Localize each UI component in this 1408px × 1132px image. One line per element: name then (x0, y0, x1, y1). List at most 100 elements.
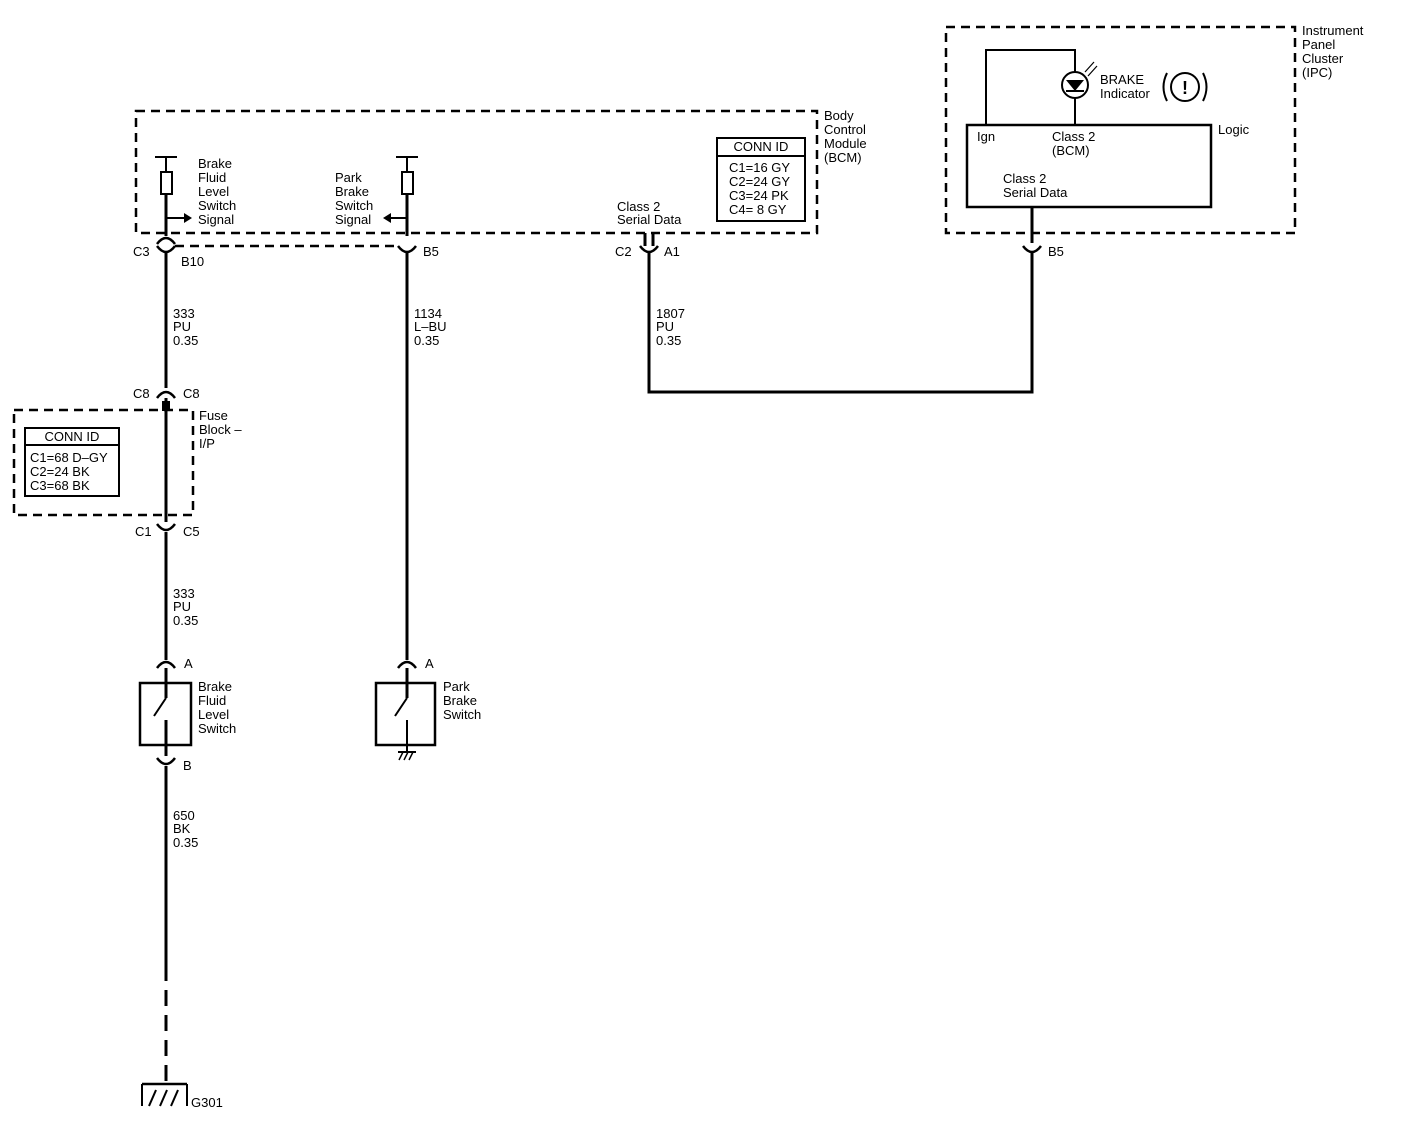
component-label-line: Brake (198, 679, 232, 694)
pin-label-line: Serial Data (617, 212, 682, 227)
bcm-class2-label: Class 2 Serial Data (617, 199, 682, 227)
ground-label: G301 (191, 1095, 223, 1110)
ipc-label-line-3: Cluster (1302, 51, 1344, 66)
brake-indicator-name: BRAKE (1100, 72, 1144, 87)
component-label-line: Brake (443, 693, 477, 708)
connector-label: C1 (135, 524, 152, 539)
wire-label-line: PU (173, 599, 191, 614)
ipc-class2-bcm-line: (BCM) (1052, 143, 1090, 158)
brake-indicator-sub: Indicator (1100, 86, 1151, 101)
switch-contact-icon (394, 697, 408, 717)
wire-label-line: 0.35 (414, 333, 439, 348)
connector-label: A (425, 656, 434, 671)
ipc-class2-serial-line: Serial Data (1003, 185, 1068, 200)
connector-c1-c5: C1 C5 (135, 523, 200, 539)
connector-c8: C8 C8 (133, 386, 200, 401)
pin-label-line: Switch (198, 198, 236, 213)
bcm-conn-id-table: CONN ID C1=16 GY C2=24 GY C3=24 PK C4= 8… (716, 137, 806, 222)
ipc-brake-indicator-label: BRAKE Indicator (1100, 72, 1151, 101)
pin-label-line: Switch (335, 198, 373, 213)
wire-650-label: 650 BK 0.35 (173, 808, 198, 850)
fuse-block-terminal (162, 401, 170, 411)
wire-333-lower-label: 333 PU 0.35 (173, 586, 198, 628)
wire-label-line: 333 (173, 306, 195, 321)
ipc-label-line-2: Panel (1302, 37, 1335, 52)
component-label-line: Fluid (198, 693, 226, 708)
pin-label-line: Signal (335, 212, 371, 227)
fuse-conn-id-title: CONN ID (45, 429, 100, 444)
fuse-block-box (12, 408, 195, 517)
park-brake-switch-label: Park Brake Switch (443, 679, 481, 722)
ipc-label-line-4: (IPC) (1302, 65, 1332, 80)
bcm-conn-id-title: CONN ID (734, 139, 789, 154)
component-label-line: Level (198, 707, 229, 722)
pin-label-line: Signal (198, 212, 234, 227)
pin-label-line: Level (198, 184, 229, 199)
connector-c2-a1: C2 A1 (615, 233, 680, 259)
wire-label-line: 0.35 (656, 333, 681, 348)
switch-contact-icon (153, 697, 167, 717)
brake-fluid-switch-label: Brake Fluid Level Switch (198, 679, 236, 736)
wire-label-line: 0.35 (173, 835, 198, 850)
ipc-module-box (944, 25, 1297, 235)
ground-g301-icon (141, 1082, 188, 1107)
wire-label-line: 0.35 (173, 333, 198, 348)
wire-label-line: L–BU (414, 319, 447, 334)
bcm-label-line-1: Body (824, 108, 854, 123)
pin-label-line: Park (335, 170, 362, 185)
connector-b5-ipc: B5 (1022, 244, 1064, 259)
bcm-conn-id-row: C3=24 PK (729, 188, 789, 203)
connector-label: B5 (423, 244, 439, 259)
component-label-line: Park (443, 679, 470, 694)
connector-label: A1 (664, 244, 680, 259)
ipc-class2-serial-line: Class 2 (1003, 171, 1046, 186)
bcm-module-box (134, 109, 819, 235)
wire-label-line: PU (173, 319, 191, 334)
connector-label: C8 (183, 386, 200, 401)
fuse-block-label: Fuse Block – I/P (199, 408, 242, 451)
ipc-logic-label: Logic (1218, 122, 1250, 137)
park-brake-ground-icon (398, 751, 416, 761)
connector-b-fluid: B (156, 757, 192, 773)
wire-1807 (647, 252, 1034, 394)
connector-b5-bcm: B5 (397, 244, 439, 259)
connector-label: A (184, 656, 193, 671)
bcm-module-label: Body Control Module (BCM) (824, 108, 867, 165)
bcm-park-brake-input (383, 156, 418, 236)
arrow-right-icon (184, 213, 192, 223)
connector-label: C2 (615, 244, 632, 259)
wire-1807-label: 1807 PU 0.35 (656, 306, 685, 348)
connector-c3-b10: C3 B10 (133, 236, 204, 269)
bcm-brake-fluid-signal-label: Brake Fluid Level Switch Signal (198, 156, 236, 227)
ipc-logic-block (965, 123, 1213, 209)
fuse-label-line: I/P (199, 436, 215, 451)
bcm-conn-id-row: C1=16 GY (729, 160, 790, 175)
connector-label: B (183, 758, 192, 773)
wire-label-line: 650 (173, 808, 195, 823)
wire-label-line: 0.35 (173, 613, 198, 628)
bcm-label-line-3: Module (824, 136, 867, 151)
arrow-left-icon (383, 213, 391, 223)
bcm-brake-fluid-input (155, 156, 192, 236)
pin-label-line: Fluid (198, 170, 226, 185)
wire-label-line: 333 (173, 586, 195, 601)
fuse-conn-id-row: C3=68 BK (30, 478, 90, 493)
connector-label: C8 (133, 386, 150, 401)
connector-label: C3 (133, 244, 150, 259)
fuse-label-line: Fuse (199, 408, 228, 423)
pin-label-line: Brake (198, 156, 232, 171)
connector-a-fluid: A (156, 656, 193, 671)
component-label-line: Switch (198, 721, 236, 736)
fuse-conn-id-row: C2=24 BK (30, 464, 90, 479)
ipc-ign-label: Ign (977, 129, 995, 144)
bcm-label-line-2: Control (824, 122, 866, 137)
bcm-park-brake-signal-label: Park Brake Switch Signal (335, 170, 373, 227)
ipc-module-label: Instrument Panel Cluster (IPC) (1302, 23, 1364, 80)
connector-label: B10 (181, 254, 204, 269)
wire-label-line: 1134 (414, 306, 442, 321)
wire-label-line: PU (656, 319, 674, 334)
ipc-class2-bcm-line: Class 2 (1052, 129, 1095, 144)
connector-a-park: A (397, 656, 434, 671)
fuse-conn-id-table: CONN ID C1=68 D–GY C2=24 BK C3=68 BK (24, 427, 120, 497)
